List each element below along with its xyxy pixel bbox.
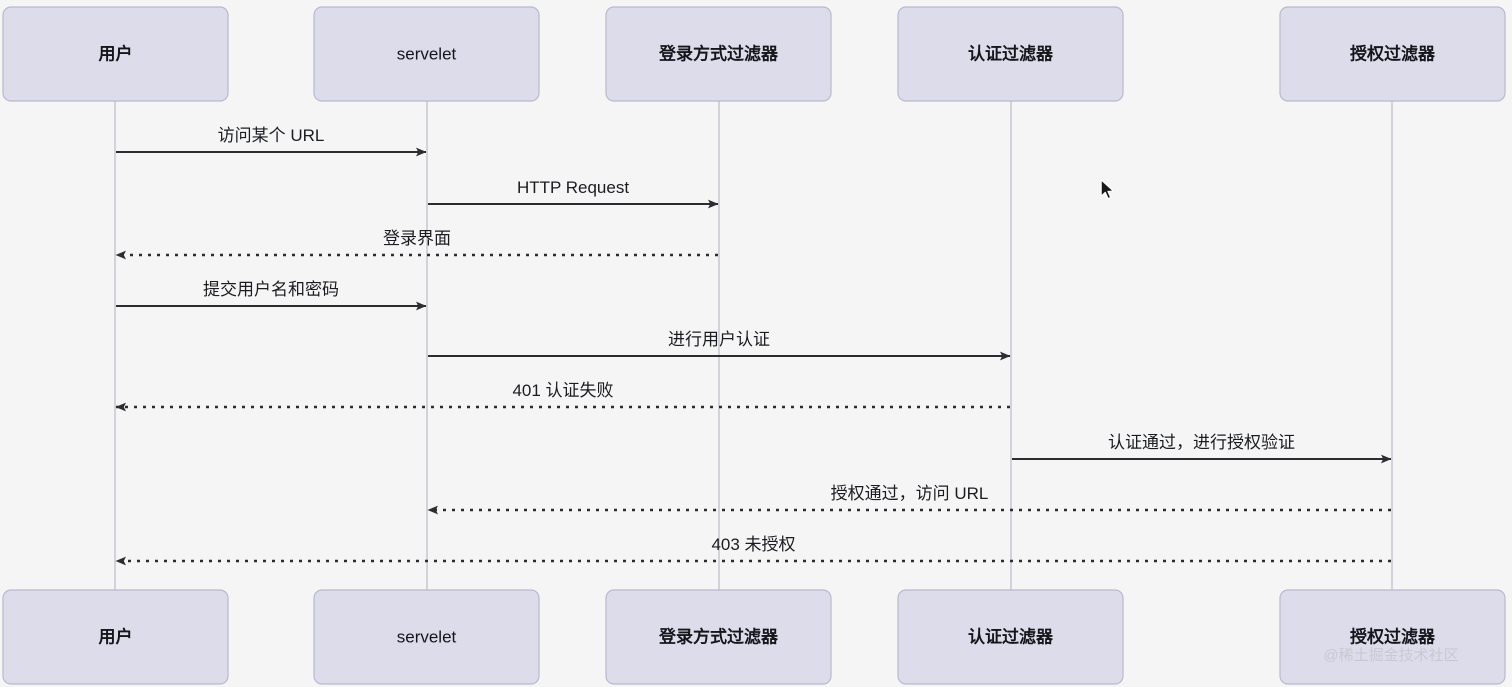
message-9[interactable]: 403 未授权 [115, 535, 1391, 566]
actor-label-login: 登录方式过滤器 [658, 43, 779, 63]
message-8[interactable]: 授权通过，访问 URL [427, 484, 1391, 515]
actor-label-auth: 认证过滤器 [968, 626, 1054, 646]
message-label-1: 访问某个 URL [218, 126, 325, 145]
lifelines-group [114, 101, 1393, 590]
actor-label-servlet: servelet [397, 627, 457, 646]
actor-label-user: 用户 [99, 626, 133, 646]
message-label-9: 403 未授权 [711, 535, 795, 554]
actor-box-user [2, 6, 229, 102]
actor-servlet-top[interactable]: servelet [313, 6, 540, 102]
actor-box-login [605, 6, 832, 102]
actor-box-auth [897, 6, 1124, 102]
actor-user-top[interactable]: 用户 [2, 6, 229, 102]
actor-box-user [2, 589, 229, 685]
message-label-5: 进行用户认证 [668, 330, 770, 349]
message-7[interactable]: 认证通过，进行授权验证 [1012, 433, 1392, 464]
actor-authz-top[interactable]: 授权过滤器 [1279, 6, 1506, 102]
message-2[interactable]: HTTP Request [428, 178, 719, 209]
message-label-7: 认证通过，进行授权验证 [1108, 433, 1295, 452]
actor-login-top[interactable]: 登录方式过滤器 [605, 6, 832, 102]
message-label-8: 授权通过，访问 URL [831, 484, 989, 503]
message-3[interactable]: 登录界面 [115, 229, 718, 260]
actor-box-login [605, 589, 832, 685]
actor-box-servlet [313, 6, 540, 102]
actor-auth-bottom[interactable]: 认证过滤器 [897, 589, 1124, 685]
bottom-actors-group: 用户 servelet 登录方式过滤器 认证过滤器 授权过滤器 [2, 589, 1506, 685]
actor-label-servlet: servelet [397, 44, 457, 63]
actor-login-bottom[interactable]: 登录方式过滤器 [605, 589, 832, 685]
actor-box-servlet [313, 589, 540, 685]
message-6[interactable]: 401 认证失败 [115, 381, 1010, 412]
actor-label-user: 用户 [99, 43, 133, 63]
message-5[interactable]: 进行用户认证 [428, 330, 1011, 361]
message-label-3: 登录界面 [383, 229, 451, 248]
actor-label-auth: 认证过滤器 [968, 43, 1054, 63]
message-label-6: 401 认证失败 [512, 381, 613, 400]
actor-box-auth [897, 589, 1124, 685]
message-label-2: HTTP Request [517, 178, 629, 197]
actor-box-authz [1279, 6, 1506, 102]
actor-auth-top[interactable]: 认证过滤器 [897, 6, 1124, 102]
message-label-4: 提交用户名和密码 [203, 280, 339, 299]
actor-box-authz [1279, 589, 1506, 685]
actor-label-login: 登录方式过滤器 [658, 626, 779, 646]
message-1[interactable]: 访问某个 URL [116, 126, 427, 157]
actor-user-bottom[interactable]: 用户 [2, 589, 229, 685]
top-actors-group: 用户 servelet 登录方式过滤器 认证过滤器 授权过滤器 [2, 6, 1506, 102]
message-4[interactable]: 提交用户名和密码 [116, 280, 427, 311]
actor-label-authz: 授权过滤器 [1350, 626, 1436, 646]
watermark-label: @稀土掘金技术社区 [1323, 647, 1458, 664]
actor-servlet-bottom[interactable]: servelet [313, 589, 540, 685]
actor-authz-bottom[interactable]: 授权过滤器 [1279, 589, 1506, 685]
actor-label-authz: 授权过滤器 [1350, 43, 1436, 63]
